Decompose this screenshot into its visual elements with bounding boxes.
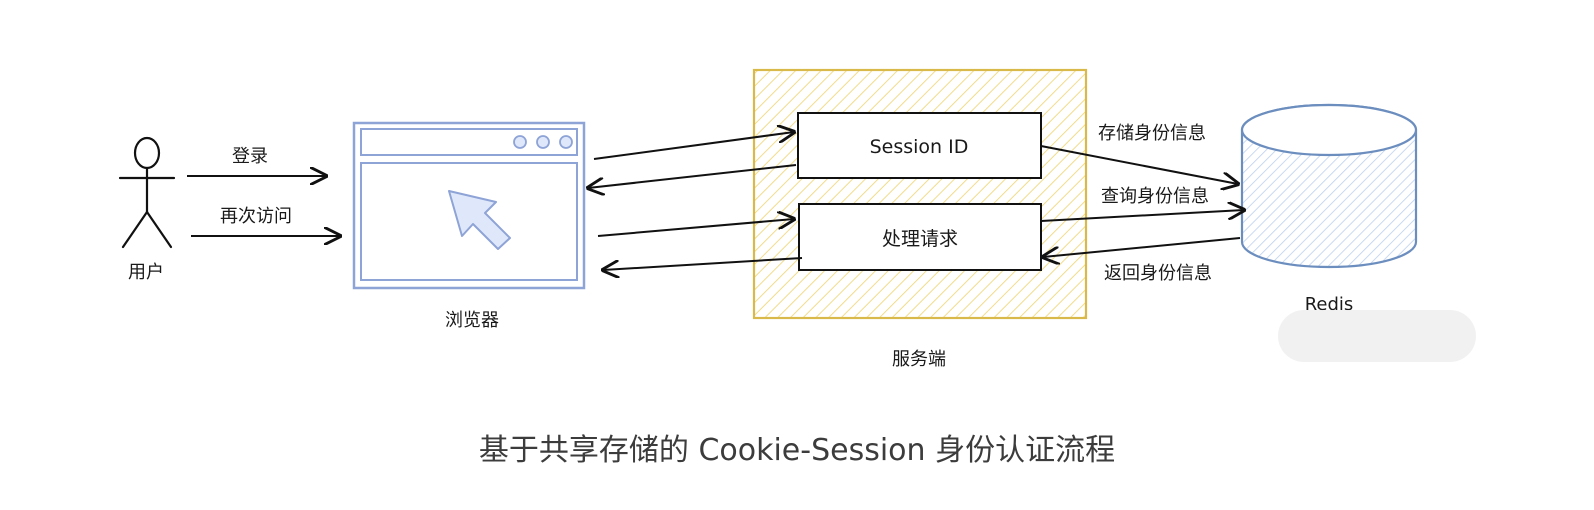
blurred-watermark: [1278, 310, 1476, 362]
window-dot-icon: [559, 135, 573, 149]
return-arrow: [1043, 237, 1241, 257]
server-container: Session ID 处理请求: [752, 68, 1088, 320]
login-label: 登录: [232, 146, 268, 167]
process-request-label: 处理请求: [882, 228, 958, 250]
user-head: [133, 136, 161, 170]
server-label: 服务端: [892, 349, 946, 370]
session-to-browser-arrow: [588, 164, 797, 188]
browser-to-session-arrow: [593, 132, 794, 160]
window-dot-icon: [513, 135, 527, 149]
redis-top: [1240, 103, 1418, 157]
figure-caption: 基于共享存储的 Cookie-Session 身份认证流程: [478, 433, 1116, 468]
redis-cylinder: [1240, 103, 1418, 269]
cursor-icon: [448, 190, 511, 250]
session-id-box: [797, 112, 1042, 179]
revisit-label: 再次访问: [220, 206, 292, 227]
store-label: 存储身份信息: [1098, 123, 1206, 144]
user-label: 用户: [128, 262, 164, 283]
user-figure: [118, 136, 176, 249]
user-left-leg: [121, 210, 149, 249]
session-id-label: Session ID: [870, 136, 969, 158]
window-dot-icon: [536, 135, 550, 149]
query-label: 查询身份信息: [1101, 186, 1209, 207]
return-label: 返回身份信息: [1104, 263, 1212, 284]
browser-label: 浏览器: [445, 310, 499, 331]
store-arrow: [1040, 145, 1238, 184]
server-box: [752, 68, 1088, 320]
user-right-leg: [145, 210, 173, 249]
browser-window: [352, 121, 586, 290]
query-arrow: [1040, 210, 1244, 222]
process-request-box: [798, 203, 1042, 271]
process-to-browser-arrow: [603, 257, 803, 270]
browser-to-process-arrow: [597, 219, 794, 237]
redis-label: Redis: [1305, 294, 1354, 315]
